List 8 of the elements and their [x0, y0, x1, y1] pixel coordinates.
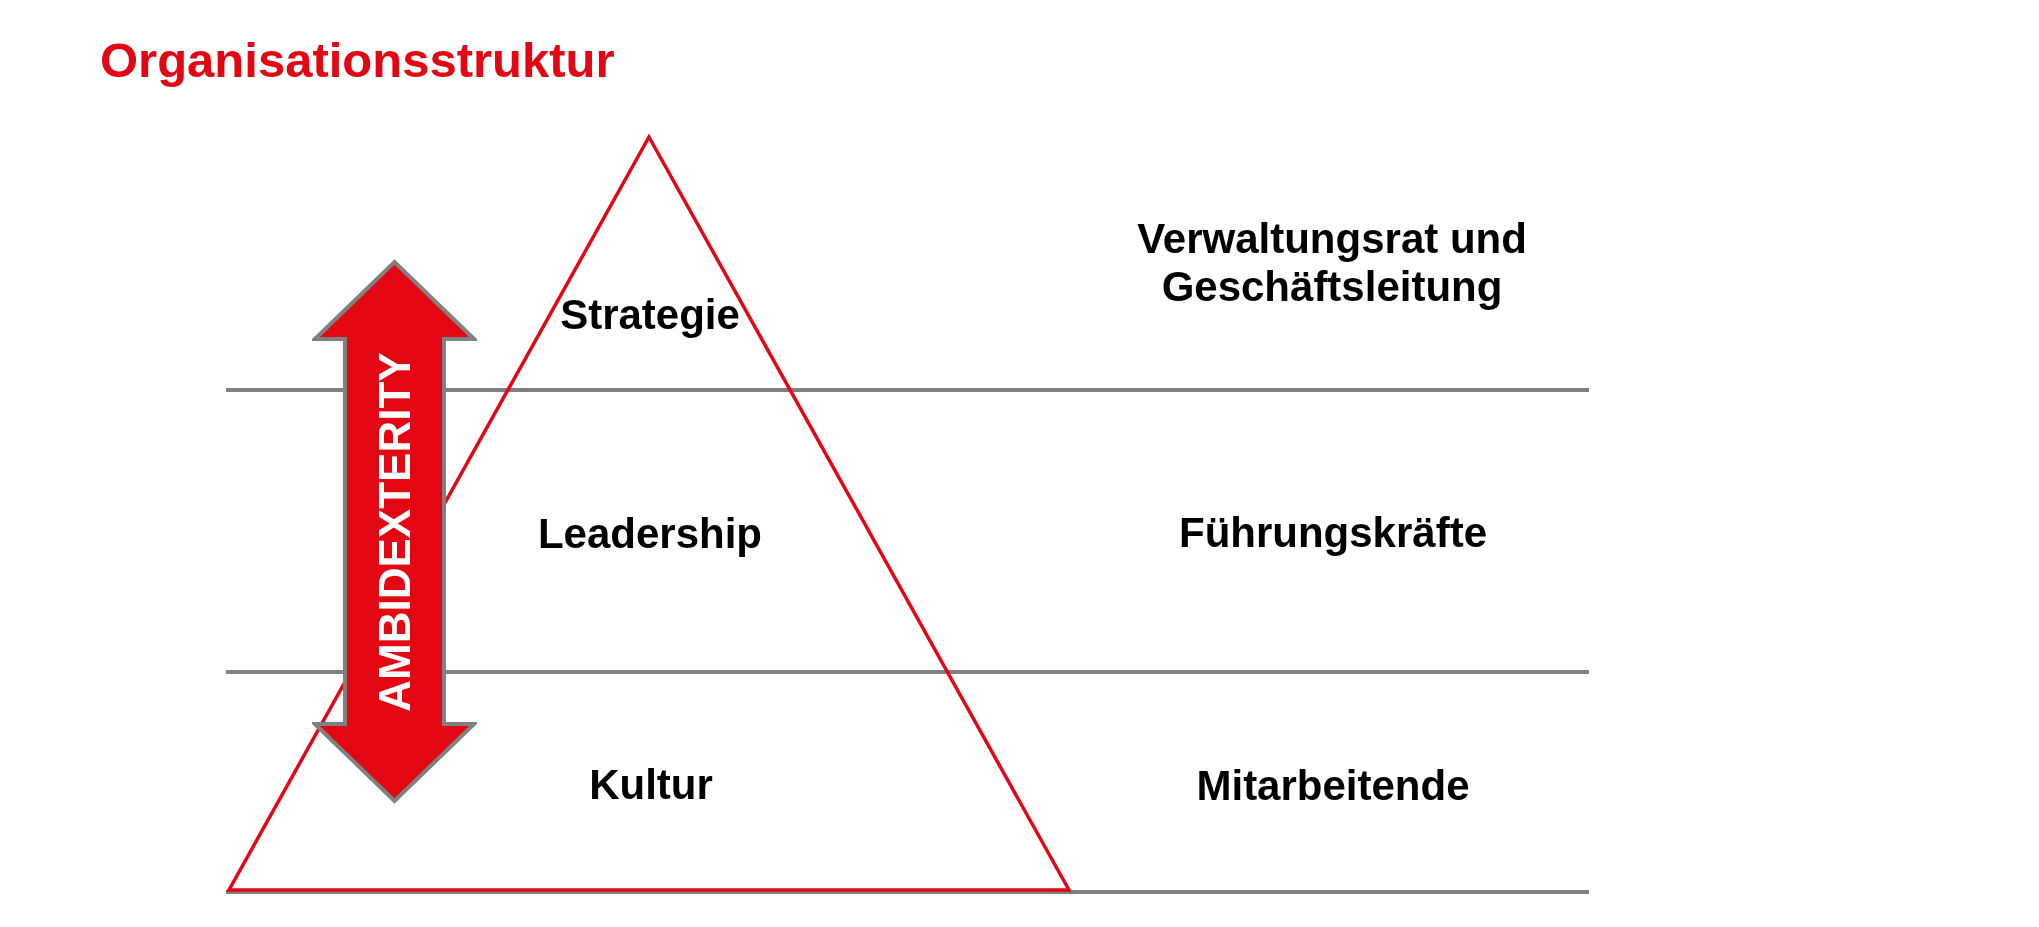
role-label: Verwaltungsrat und Geschäftsleitung	[1136, 214, 1528, 312]
role-label: Mitarbeitende	[1196, 761, 1470, 811]
tier-label: Strategie	[560, 290, 740, 340]
tier-label: Kultur	[589, 760, 713, 810]
arrow-label: AMBIDEXTERITY	[369, 352, 420, 712]
role-label: Führungskräfte	[1179, 508, 1487, 558]
page-title: Organisationsstruktur	[100, 32, 615, 89]
tier-label: Leadership	[537, 509, 763, 559]
